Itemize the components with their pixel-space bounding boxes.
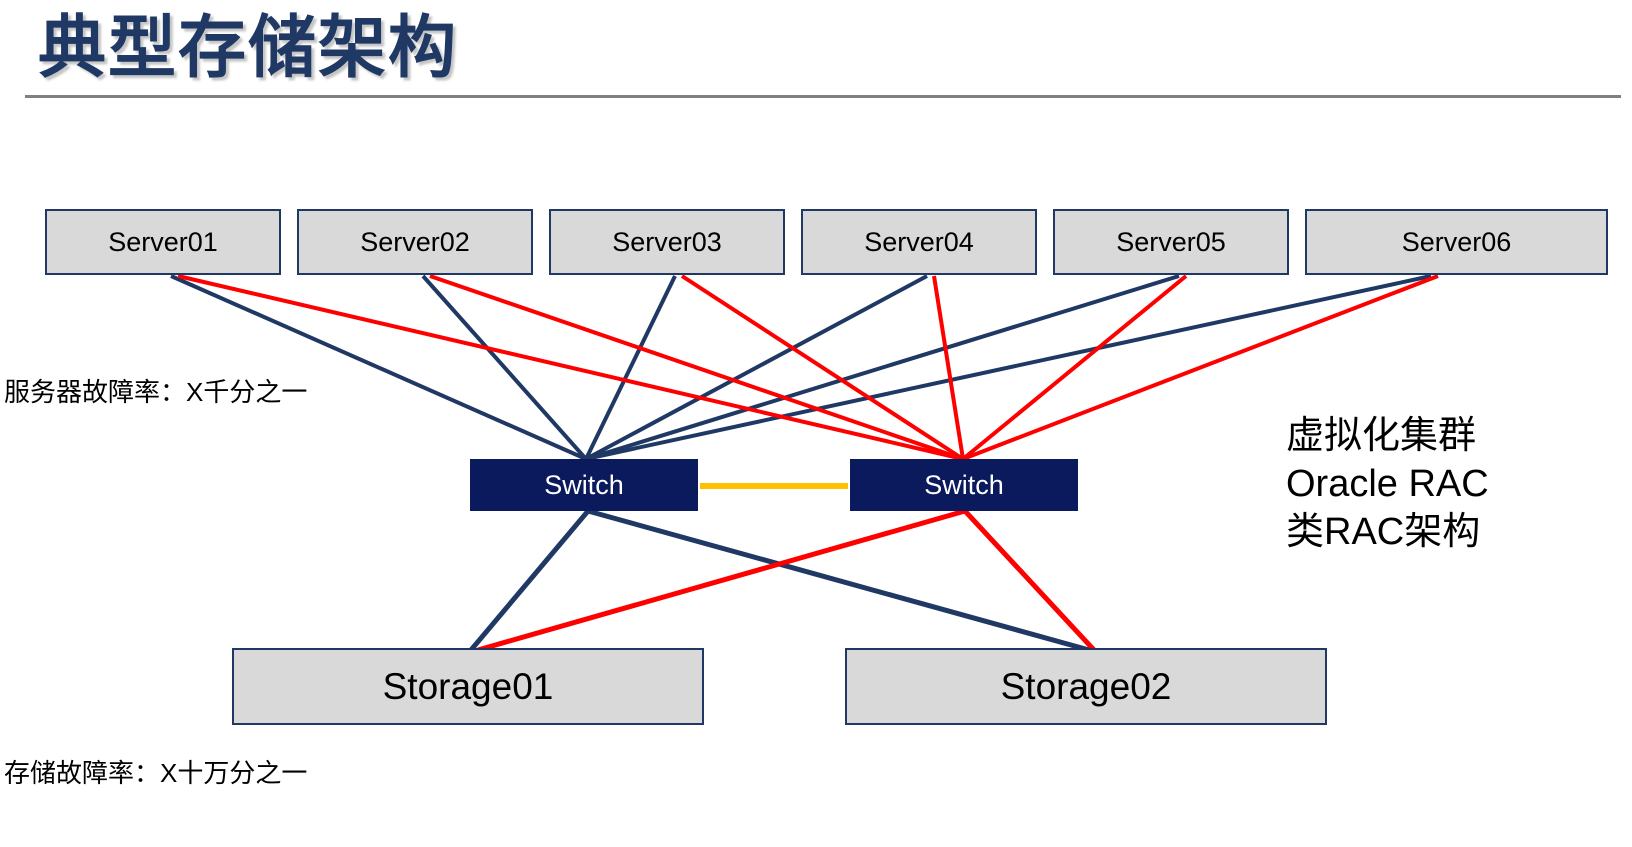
server-node-6: Server06 bbox=[1305, 209, 1608, 275]
server-node-label: Server06 bbox=[1401, 226, 1512, 257]
server-node-label: Server03 bbox=[612, 226, 722, 257]
storage-node-1: Storage01 bbox=[232, 648, 704, 725]
server-node-3: Server03 bbox=[549, 209, 785, 275]
server-node-label: Server01 bbox=[108, 226, 218, 257]
server-switch-link-9 bbox=[680, 274, 965, 461]
switch-node-2: Switch bbox=[850, 459, 1078, 511]
server-switch-link-8 bbox=[429, 274, 964, 461]
title-divider bbox=[25, 95, 1621, 98]
switch-node-1: Switch bbox=[470, 459, 698, 511]
storage-failure-rate-label: 存储故障率：X十万分之一 bbox=[4, 758, 308, 788]
page-title: 典型存储架构 bbox=[38, 10, 459, 86]
switch-node-label: Switch bbox=[544, 469, 624, 500]
storage-node-label: Storage02 bbox=[1000, 665, 1172, 707]
server-switch-link-4 bbox=[585, 274, 928, 461]
server-switch-link-10 bbox=[932, 275, 965, 460]
server-switch-link-11 bbox=[961, 274, 1188, 461]
server-to-switch-links bbox=[170, 274, 1439, 461]
server-node-label: Server02 bbox=[360, 226, 470, 257]
server-switch-link-2 bbox=[421, 274, 588, 461]
storage-node-2: Storage02 bbox=[845, 648, 1327, 725]
server-node-label: Server04 bbox=[864, 226, 974, 257]
server-switch-link-1 bbox=[170, 274, 587, 461]
cluster-note-line-3: 类RAC架构 bbox=[1286, 511, 1481, 553]
switch-to-storage-links bbox=[469, 508, 1096, 653]
server-node-label: Server05 bbox=[1116, 226, 1226, 257]
server-switch-link-3 bbox=[584, 275, 677, 460]
server-failure-rate-label: 服务器故障率：X千分之一 bbox=[4, 377, 308, 407]
server-node-5: Server05 bbox=[1053, 209, 1289, 275]
server-node-2: Server02 bbox=[297, 209, 533, 275]
cluster-note-line-2: Oracle RAC bbox=[1286, 463, 1489, 505]
storage-node-label: Storage01 bbox=[382, 665, 554, 707]
switch-storage-link-1 bbox=[469, 509, 590, 652]
server-switch-link-5 bbox=[585, 274, 1180, 461]
cluster-note-line-1: 虚拟化集群 bbox=[1286, 415, 1477, 457]
cluster-note: 虚拟化集群 Oracle RAC 类RAC架构 bbox=[1286, 412, 1489, 556]
switch-storage-link-4 bbox=[963, 509, 1096, 652]
switch-node-label: Switch bbox=[924, 469, 1004, 500]
server-node-1: Server01 bbox=[45, 209, 281, 275]
switch-storage-link-2 bbox=[587, 508, 1090, 653]
server-switch-link-7 bbox=[177, 274, 964, 461]
server-node-4: Server04 bbox=[801, 209, 1037, 275]
switch-storage-link-3 bbox=[477, 508, 966, 653]
